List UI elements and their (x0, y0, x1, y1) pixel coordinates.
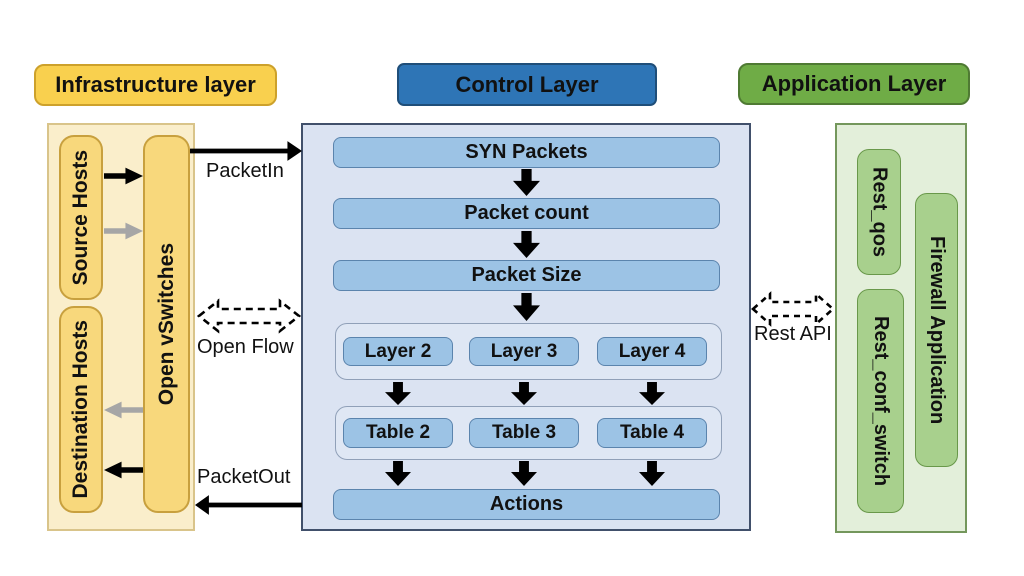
rest-conf-switch-label: Rest_conf_switch (870, 315, 892, 487)
rest-api-label: Rest API (754, 323, 832, 345)
open-vswitches-label: Open vSwitches (154, 242, 178, 406)
rest-qos-label: Rest_qos (868, 166, 891, 258)
rest-qos-box: Rest_qos (857, 149, 901, 275)
application-layer-title: Application Layer (761, 71, 947, 96)
open-flow-arrow-icon (197, 297, 301, 335)
actions-box: Actions (333, 489, 720, 520)
infrastructure-layer-title: Infrastructure layer (55, 72, 256, 97)
destination-hosts-box: Destination Hosts (59, 306, 103, 513)
infrastructure-layer-header: Infrastructure layer (34, 64, 277, 106)
open-vswitches-box: Open vSwitches (143, 135, 190, 513)
rest-conf-switch-box: Rest_conf_switch (857, 289, 904, 513)
source-hosts-label: Source Hosts (69, 149, 92, 286)
open-flow-label: Open Flow (197, 336, 294, 358)
table-3-label: Table 3 (491, 422, 557, 443)
table-3-box: Table 3 (469, 418, 579, 448)
actions-label: Actions (489, 493, 564, 515)
layer-2-box: Layer 2 (343, 337, 453, 366)
packet-in-label: PacketIn (206, 160, 284, 182)
application-layer-header: Application Layer (738, 63, 970, 105)
packet-size-box: Packet Size (333, 260, 720, 291)
packet-size-label: Packet Size (471, 264, 582, 286)
source-hosts-box: Source Hosts (59, 135, 103, 300)
table-2-label: Table 2 (365, 422, 431, 443)
table-4-box: Table 4 (597, 418, 707, 448)
layer-3-label: Layer 3 (490, 340, 558, 362)
control-layer-header: Control Layer (397, 63, 657, 106)
firewall-application-box: Firewall Application (915, 193, 958, 467)
packet-out-arrow-icon (195, 495, 302, 515)
table-4-label: Table 4 (619, 422, 685, 443)
packet-out-label: PacketOut (197, 466, 291, 488)
layer-4-label: Layer 4 (618, 340, 686, 362)
syn-packets-label: SYN Packets (465, 141, 588, 163)
destination-hosts-label: Destination Hosts (69, 320, 92, 499)
layer-2-label: Layer 2 (364, 340, 432, 362)
packet-count-box: Packet count (333, 198, 720, 229)
packet-count-label: Packet count (464, 202, 589, 224)
control-layer-title: Control Layer (455, 71, 599, 97)
layer-3-box: Layer 3 (469, 337, 579, 366)
table-2-box: Table 2 (343, 418, 453, 448)
firewall-application-label: Firewall Application (926, 235, 948, 425)
layer-4-box: Layer 4 (597, 337, 707, 366)
syn-packets-box: SYN Packets (333, 137, 720, 168)
